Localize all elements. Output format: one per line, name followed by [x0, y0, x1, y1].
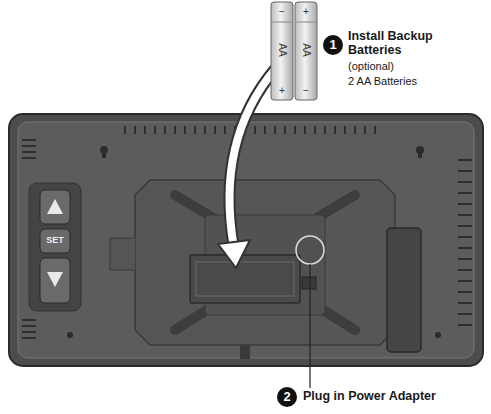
battery-band	[295, 22, 317, 23]
insert-arrow	[229, 68, 276, 248]
down-arrow	[47, 272, 63, 287]
aa-battery	[295, 2, 317, 100]
jack-highlight	[296, 236, 324, 264]
mount-cross	[175, 195, 355, 330]
housing	[9, 114, 483, 366]
battery-compartment-inner	[196, 262, 294, 296]
polarity-mark: +	[279, 85, 285, 96]
step-title: Plug in Power Adapter	[303, 390, 436, 404]
bottom-tab	[240, 345, 250, 359]
aa-battery	[271, 2, 293, 100]
stand-foot	[387, 228, 421, 352]
leader-line	[309, 264, 310, 388]
callout-circle	[277, 387, 297, 407]
up-button	[40, 190, 70, 224]
battery-spec: 2 AA Batteries	[348, 75, 417, 87]
polarity-mark: +	[303, 6, 309, 17]
insert-arrow-outline	[229, 68, 276, 248]
battery-band	[271, 22, 293, 23]
housing-inner	[18, 122, 474, 358]
down-button	[40, 258, 70, 303]
callout-number: 2	[283, 390, 290, 404]
battery-compartment	[190, 255, 300, 303]
up-arrow	[47, 199, 63, 214]
battery-label: AA	[301, 43, 312, 56]
cord-exit	[110, 238, 135, 270]
set-button	[40, 229, 70, 253]
note: (optional)	[348, 60, 394, 72]
battery-label: AA	[277, 43, 288, 56]
mount-plate	[135, 180, 395, 345]
polarity-mark: −	[279, 6, 285, 17]
power-jack	[302, 277, 316, 289]
callout-number: 1	[329, 38, 336, 52]
step-title: Install Backup Batteries	[348, 30, 460, 58]
arrow-head	[218, 240, 250, 268]
button-panel	[29, 183, 81, 311]
callout-circle	[323, 35, 343, 55]
polarity-mark: −	[303, 85, 309, 96]
button-label: SET	[46, 236, 64, 246]
